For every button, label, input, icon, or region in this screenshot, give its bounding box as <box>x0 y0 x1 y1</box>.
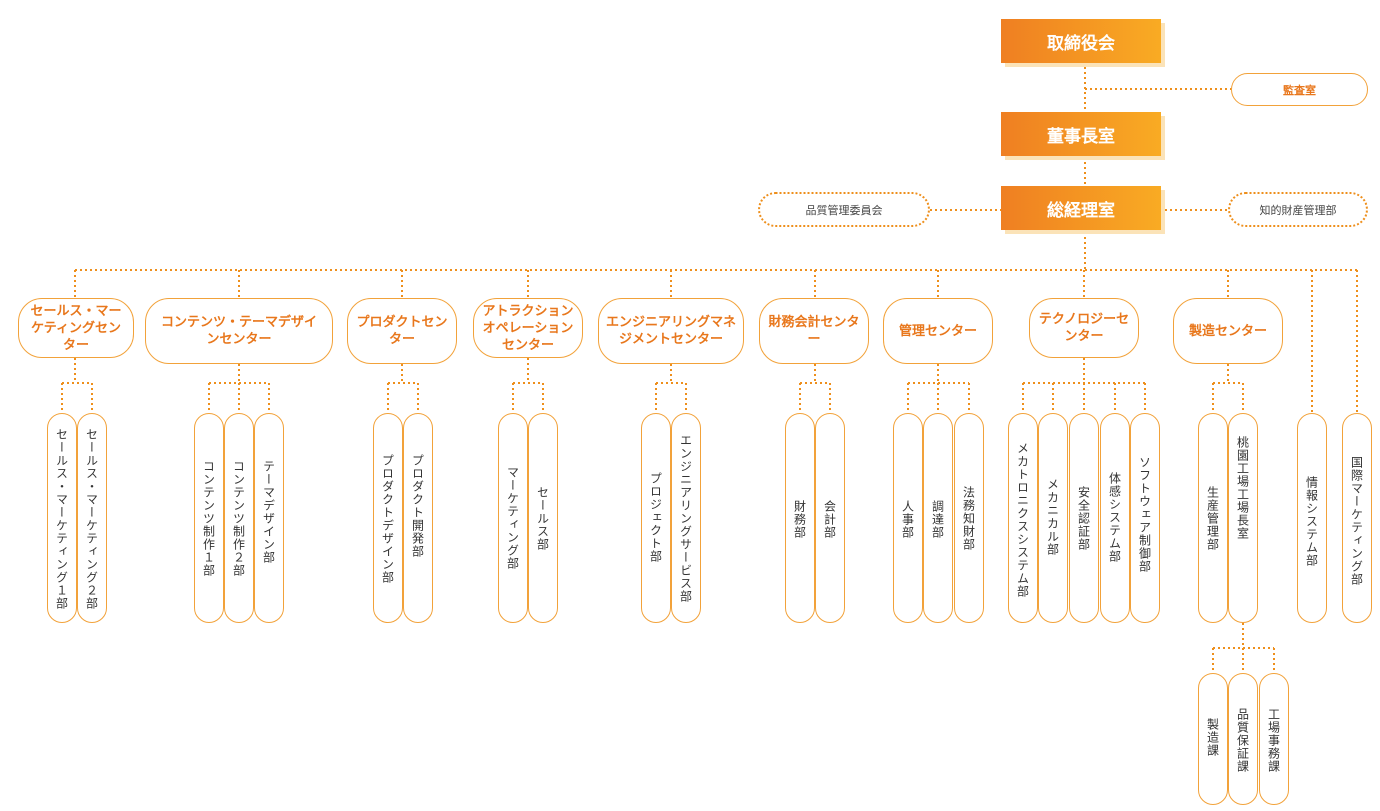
dept-label: テーマデザイン部 <box>261 460 276 564</box>
dept-marketing: マーケティング部 <box>498 413 528 623</box>
dept-label: 会計部 <box>822 500 837 539</box>
dept-label: 桃園工場工場長室 <box>1235 436 1250 540</box>
dept-label: マーケティング部 <box>505 466 520 570</box>
section-label: 工場事務課 <box>1266 708 1281 773</box>
dept-label: プロダクト開発部 <box>410 454 425 558</box>
dept-engineering-service: エンジニアリングサービス部 <box>671 413 701 623</box>
dept-legal-ip: 法務知財部 <box>954 413 984 623</box>
dept-label: セールス・マーケティング１部 <box>54 428 69 610</box>
chairman-office-box: 董事長室 <box>1001 112 1161 156</box>
dept-label: 国際マーケティング部 <box>1349 456 1364 586</box>
section-factory-affairs: 工場事務課 <box>1259 673 1289 805</box>
dept-label: エンジニアリングサービス部 <box>678 434 693 603</box>
dept-sales-marketing-2: セールス・マーケティング２部 <box>77 413 107 623</box>
dept-mechanical: メカニカル部 <box>1038 413 1068 623</box>
section-label: 製造課 <box>1205 718 1220 757</box>
quality-committee-box: 品質管理委員会 <box>758 192 930 227</box>
dept-software-control: ソフトウェア制御部 <box>1130 413 1160 623</box>
dept-contents-1: コンテンツ制作１部 <box>194 413 224 623</box>
dept-label: メカトロニクスシステム部 <box>1015 442 1030 598</box>
dept-label: ソフトウェア制御部 <box>1137 456 1152 573</box>
dept-procurement: 調達部 <box>923 413 953 623</box>
dept-label: 安全認証部 <box>1076 486 1091 551</box>
center-engineering-management: エンジニアリングマネジメントセンター <box>598 298 744 364</box>
section-label: 品質保証課 <box>1235 708 1250 773</box>
center-finance-accounting: 財務会計センター <box>759 298 869 364</box>
dept-sales: セールス部 <box>528 413 558 623</box>
dept-taoyuan-factory-office: 桃園工場工場長室 <box>1228 413 1258 623</box>
dept-production-management: 生産管理部 <box>1198 413 1228 623</box>
dept-label: コンテンツ制作１部 <box>201 460 216 577</box>
center-technology: テクノロジーセンター <box>1029 298 1139 358</box>
dept-product-development: プロダクト開発部 <box>403 413 433 623</box>
section-quality-assurance: 品質保証課 <box>1228 673 1258 805</box>
dept-international-marketing: 国際マーケティング部 <box>1342 413 1372 623</box>
center-manufacturing: 製造センター <box>1173 298 1283 364</box>
dept-label: 生産管理部 <box>1205 486 1220 551</box>
center-product: プロダクトセンター <box>347 298 457 364</box>
dept-label: プロジェクト部 <box>648 472 663 563</box>
dept-label: メカニカル部 <box>1045 478 1060 556</box>
dept-project: プロジェクト部 <box>641 413 671 623</box>
dept-label: 情報システム部 <box>1304 476 1319 567</box>
board-box: 取締役会 <box>1001 19 1161 63</box>
dept-label: 体感システム部 <box>1107 472 1122 563</box>
center-administration: 管理センター <box>883 298 993 364</box>
dept-motion-system: 体感システム部 <box>1100 413 1130 623</box>
dept-label: セールス部 <box>535 486 550 551</box>
dept-hr: 人事部 <box>893 413 923 623</box>
dept-label: 人事部 <box>900 500 915 539</box>
dept-label: 財務部 <box>792 500 807 539</box>
dept-contents-2: コンテンツ制作２部 <box>224 413 254 623</box>
dept-label: 調達部 <box>930 500 945 539</box>
dept-product-design: プロダクトデザイン部 <box>373 413 403 623</box>
ip-dept-box: 知的財産管理部 <box>1228 192 1368 227</box>
dept-safety-certification: 安全認証部 <box>1069 413 1099 623</box>
center-sales-marketing: セールス・マーケティングセンター <box>18 298 134 358</box>
dept-accounting: 会計部 <box>815 413 845 623</box>
section-manufacturing: 製造課 <box>1198 673 1228 805</box>
president-office-box: 総経理室 <box>1001 186 1161 230</box>
dept-label: 法務知財部 <box>961 486 976 551</box>
dept-label: セールス・マーケティング２部 <box>84 428 99 610</box>
dept-finance: 財務部 <box>785 413 815 623</box>
audit-office-box: 監査室 <box>1231 73 1368 106</box>
dept-mechatronics-system: メカトロニクスシステム部 <box>1008 413 1038 623</box>
dept-label: プロダクトデザイン部 <box>380 454 395 584</box>
center-contents-theme-design: コンテンツ・テーマデザインセンター <box>145 298 333 364</box>
dept-sales-marketing-1: セールス・マーケティング１部 <box>47 413 77 623</box>
dept-label: コンテンツ制作２部 <box>231 460 246 577</box>
dept-information-system: 情報システム部 <box>1297 413 1327 623</box>
center-attraction-operation: アトラクションオペレーションセンター <box>473 298 583 358</box>
dept-theme-design: テーマデザイン部 <box>254 413 284 623</box>
